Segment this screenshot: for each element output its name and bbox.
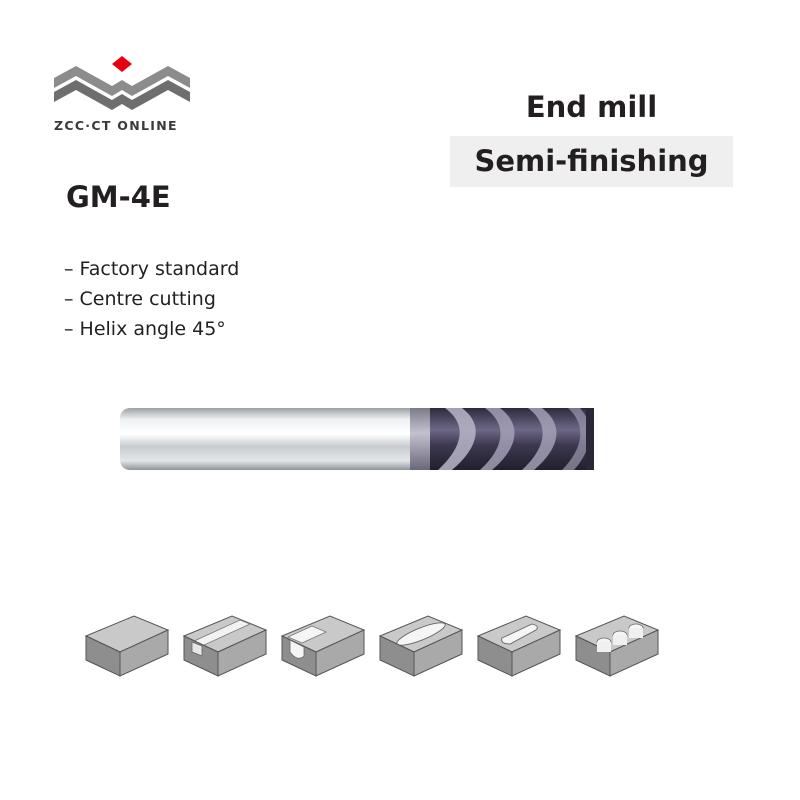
flute-highlight (438, 408, 476, 470)
zcc-ct-logo-icon (54, 56, 190, 110)
flute-highlight (480, 408, 515, 470)
u-slot-block-icon (280, 615, 366, 677)
feature-item: – Helix angle 45° (64, 318, 226, 340)
end-mill-icon (120, 408, 594, 470)
tool-neck (410, 408, 432, 470)
machining-operations (82, 612, 672, 682)
brand-name: ZCC·CT ONLINE (54, 118, 178, 133)
closed-pocket-block-icon (378, 615, 464, 677)
feature-item: – Factory standard (64, 258, 240, 280)
feature-item: – Centre cutting (64, 288, 216, 310)
flute-highlight (562, 408, 591, 470)
flat-surface-block-icon (84, 615, 170, 677)
tool-shank (120, 408, 420, 470)
tool-tip (586, 408, 594, 470)
model-name: GM-4E (66, 180, 171, 214)
logo-top-band (54, 66, 190, 96)
shoulder-slot-block-icon (182, 615, 268, 677)
flute-highlight (522, 408, 557, 470)
drilled-holes-block-icon (574, 615, 660, 677)
end-mill-illustration (110, 404, 600, 478)
brand-logo: ZCC·CT ONLINE (52, 52, 192, 142)
logo-bottom-band (54, 80, 190, 110)
feature-list: – Factory standard – Centre cutting – He… (64, 254, 239, 344)
logo-red-diamond (112, 56, 132, 72)
product-type-title: End mill (525, 90, 658, 124)
application-badge: Semi-finishing (450, 136, 733, 187)
tapered-pocket-block-icon (476, 615, 562, 677)
